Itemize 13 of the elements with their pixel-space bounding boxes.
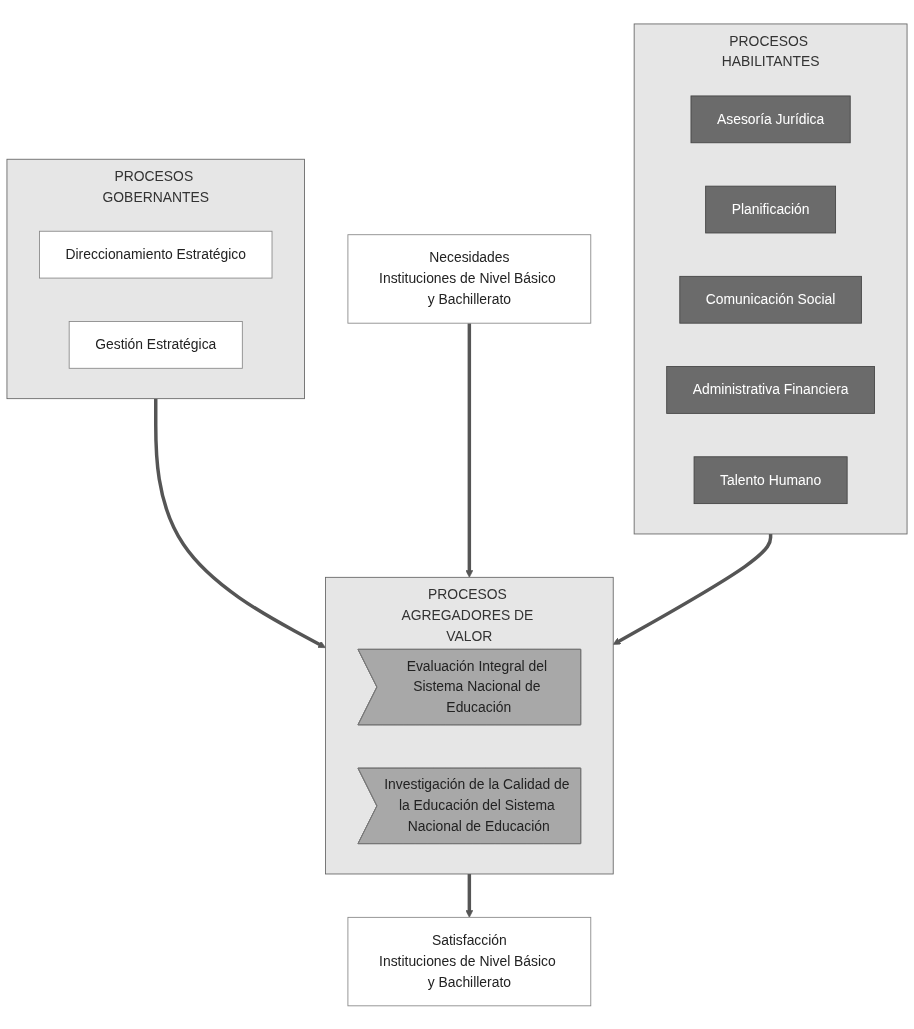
node-box: Satisfacción Instituciones de Nivel Básico y Bachillerato xyxy=(347,916,592,1006)
arrow xyxy=(465,322,474,578)
arrow xyxy=(612,533,773,645)
arrow xyxy=(465,873,474,918)
node-box: Necesidades Instituciones de Nivel Básico y Bachillerato xyxy=(347,233,592,324)
node-box: Talento Humano xyxy=(693,455,848,504)
node-box: Direccionamiento Estratégico xyxy=(39,230,273,279)
node-box: Comunicación Social xyxy=(679,275,862,324)
arrow xyxy=(154,398,326,648)
node-box: Asesoría Jurídica xyxy=(690,95,851,143)
node-box: Planificación xyxy=(705,185,836,234)
node-box: Gestión Estratégica xyxy=(68,320,243,369)
node-box: Administrativa Financiera xyxy=(666,365,875,414)
